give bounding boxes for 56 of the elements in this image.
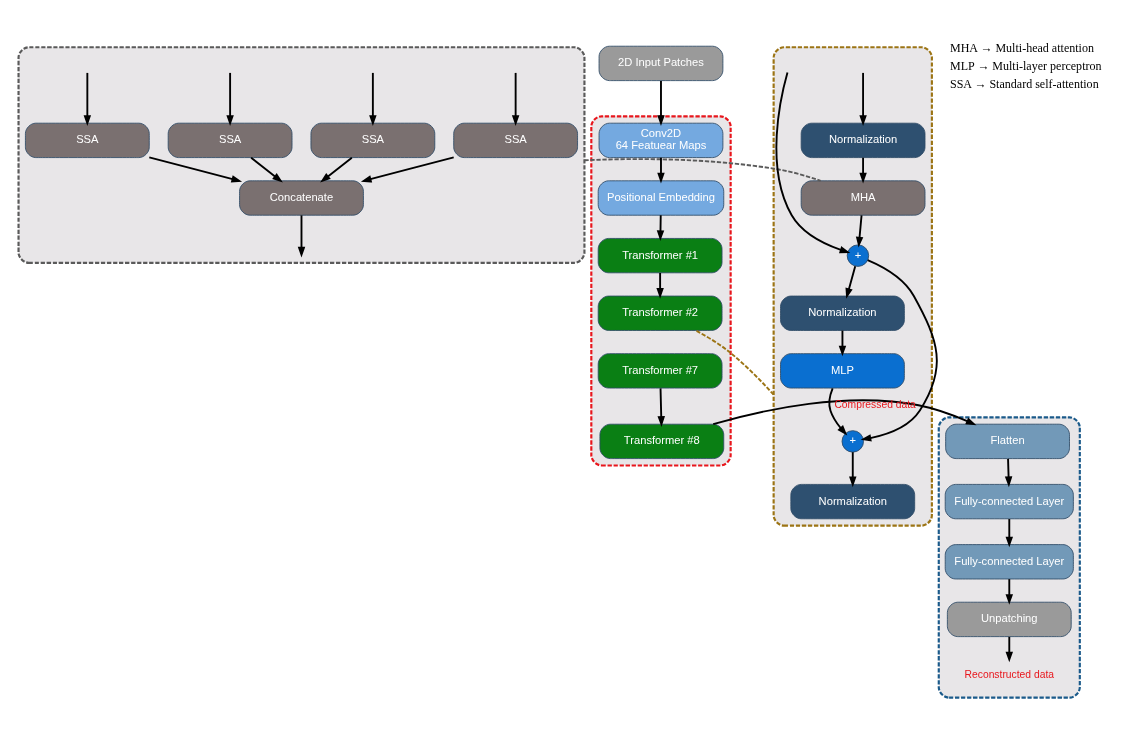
arrow	[250, 156, 283, 183]
node-box: Normalization	[780, 295, 905, 331]
cluster	[17, 46, 586, 264]
node-text: Reconstructed data	[964, 668, 1055, 680]
node-box: Transformer #2	[597, 295, 723, 331]
node-box: Unpatching	[946, 601, 1072, 638]
arrow	[148, 156, 243, 183]
node-box: SSA	[167, 122, 293, 158]
arrow	[845, 265, 857, 299]
arrow	[1004, 457, 1013, 488]
arrow	[1005, 578, 1014, 605]
node-box: Conv2D 64 Featuear Maps	[598, 122, 724, 158]
node-box: Fully-connected Layer	[944, 483, 1074, 520]
node-box: Normalization	[800, 122, 926, 158]
node-box: MLP	[780, 353, 905, 389]
arrow	[657, 80, 665, 126]
node-box: Positional Embedding	[597, 180, 725, 216]
node-box: 2D Input Patches	[598, 45, 724, 82]
arrow	[511, 71, 520, 126]
arrow	[859, 71, 867, 126]
node-box: Fully-connected Layer	[944, 544, 1074, 580]
arrow	[320, 156, 353, 183]
node-box: Normalization	[790, 483, 916, 520]
node-box: SSA	[453, 122, 578, 158]
node-circle: +	[841, 430, 864, 453]
arrow	[855, 214, 864, 248]
arrow	[775, 71, 851, 254]
arrow	[297, 214, 306, 258]
node-box: SSA	[310, 122, 436, 158]
arrow	[656, 272, 664, 299]
arrow	[657, 387, 665, 427]
node-box: Transformer #1	[597, 238, 723, 274]
arrow	[860, 259, 938, 442]
arrow	[712, 399, 977, 426]
arrow	[360, 156, 455, 183]
node-box: MHA	[800, 180, 926, 216]
node-circle: +	[846, 244, 870, 267]
arrow	[369, 71, 377, 126]
arrow	[849, 451, 857, 488]
arrow	[859, 156, 867, 184]
node-box: Transformer #7	[597, 353, 723, 389]
node-box: Transformer #8	[599, 423, 725, 459]
label: MHA → Multi-head attention	[949, 40, 1094, 55]
arrow	[1005, 518, 1014, 548]
node-box: SSA	[25, 122, 150, 158]
label: SSA → Standard self-attention	[949, 76, 1099, 91]
arrow	[828, 387, 848, 436]
node-box: Concatenate	[239, 180, 364, 216]
arrow	[657, 156, 665, 184]
connector	[695, 329, 775, 396]
node-box: Flatten	[945, 423, 1070, 459]
arrow	[838, 329, 847, 357]
arrow	[226, 71, 234, 126]
arrow	[83, 71, 92, 126]
label: MLP → Multi-layer perceptron	[949, 58, 1102, 73]
arrow	[1005, 635, 1014, 663]
